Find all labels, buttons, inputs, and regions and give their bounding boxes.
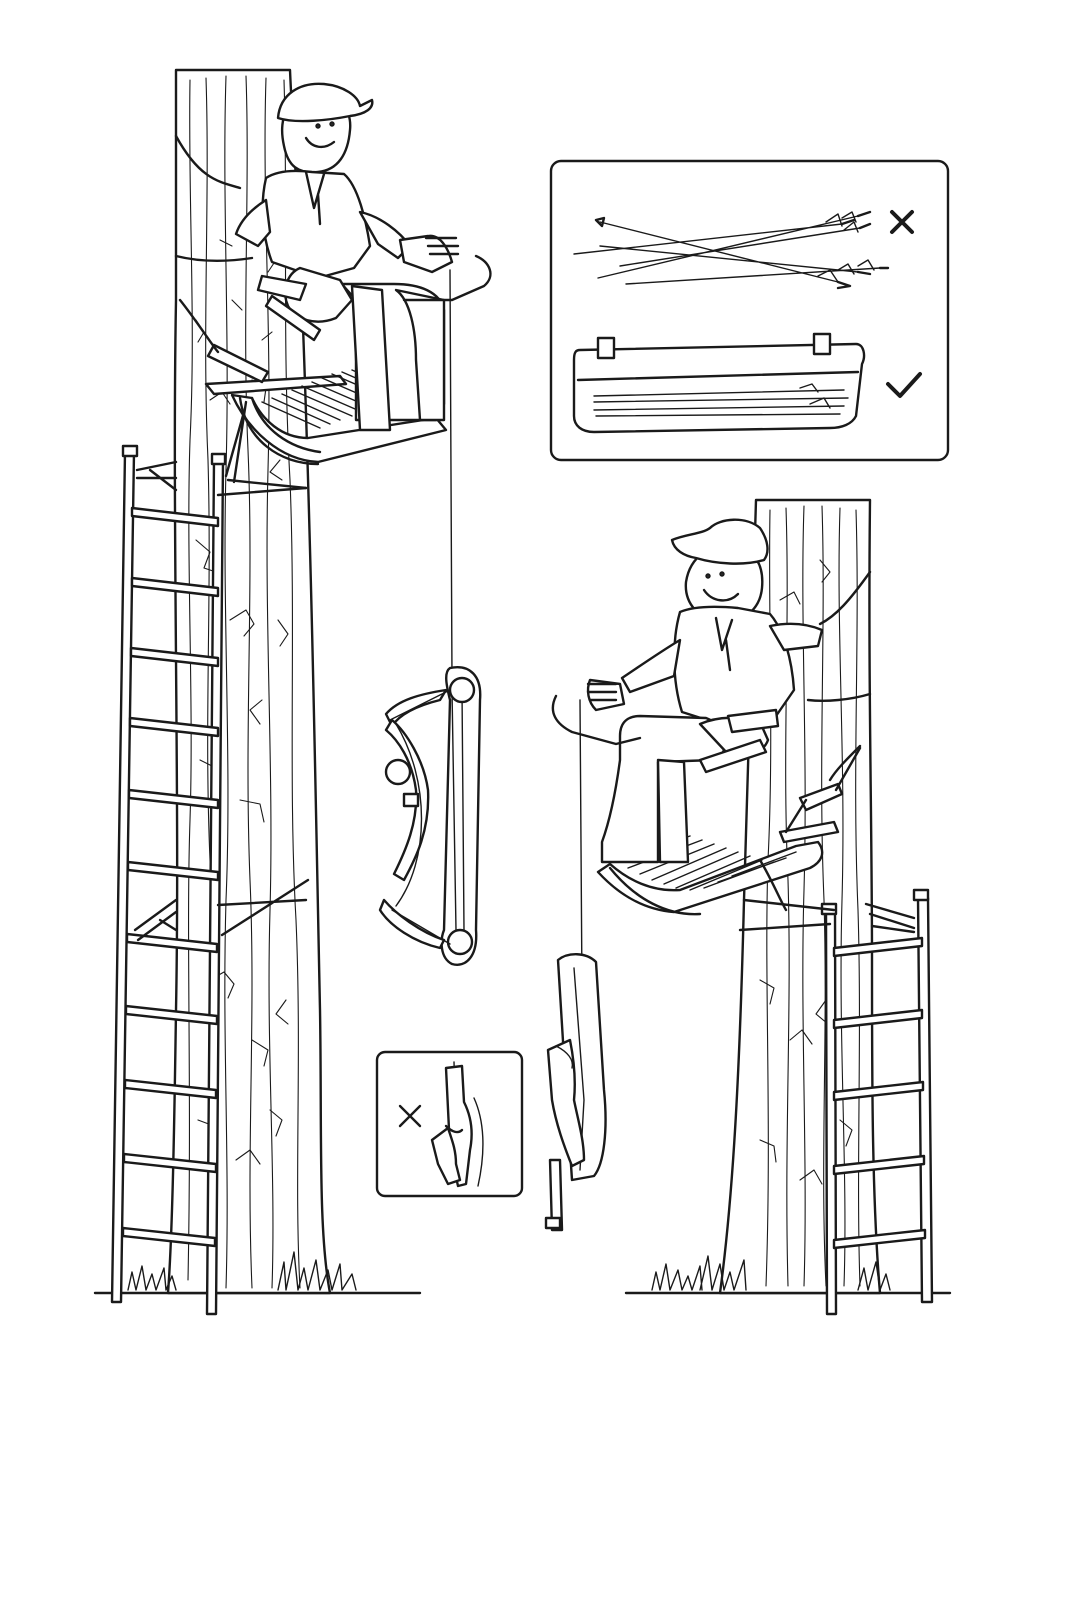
ladder-rungs-left bbox=[121, 506, 220, 1248]
hunter-right bbox=[551, 518, 824, 864]
right-scene-rifle-hoist bbox=[544, 498, 952, 1316]
arrow-case bbox=[572, 332, 866, 434]
ladder-left bbox=[110, 444, 310, 1316]
loose-arrows bbox=[573, 210, 890, 290]
x-mark-icon bbox=[890, 210, 914, 234]
x-mark-icon bbox=[398, 1104, 422, 1128]
ladder-right bbox=[738, 888, 934, 1316]
grass-left bbox=[127, 1251, 357, 1291]
grass-right bbox=[651, 1255, 891, 1291]
compound-bow bbox=[378, 666, 482, 966]
inset-arrows-vs-case bbox=[549, 159, 950, 462]
hoist-rope-right bbox=[579, 699, 583, 991]
rifle-in-sling bbox=[544, 953, 607, 1232]
left-scene-bow-hoist bbox=[93, 68, 492, 1316]
safety-strap-left bbox=[174, 134, 254, 354]
hunter-left bbox=[234, 82, 492, 432]
inset-rifle-by-trigger bbox=[375, 1050, 524, 1198]
rifle-trigger-hoist bbox=[430, 1061, 484, 1188]
hoist-rope-left bbox=[449, 269, 453, 681]
safety-strap-right bbox=[806, 570, 872, 782]
check-mark-icon bbox=[886, 372, 922, 398]
ladder-rungs-right bbox=[832, 936, 927, 1250]
